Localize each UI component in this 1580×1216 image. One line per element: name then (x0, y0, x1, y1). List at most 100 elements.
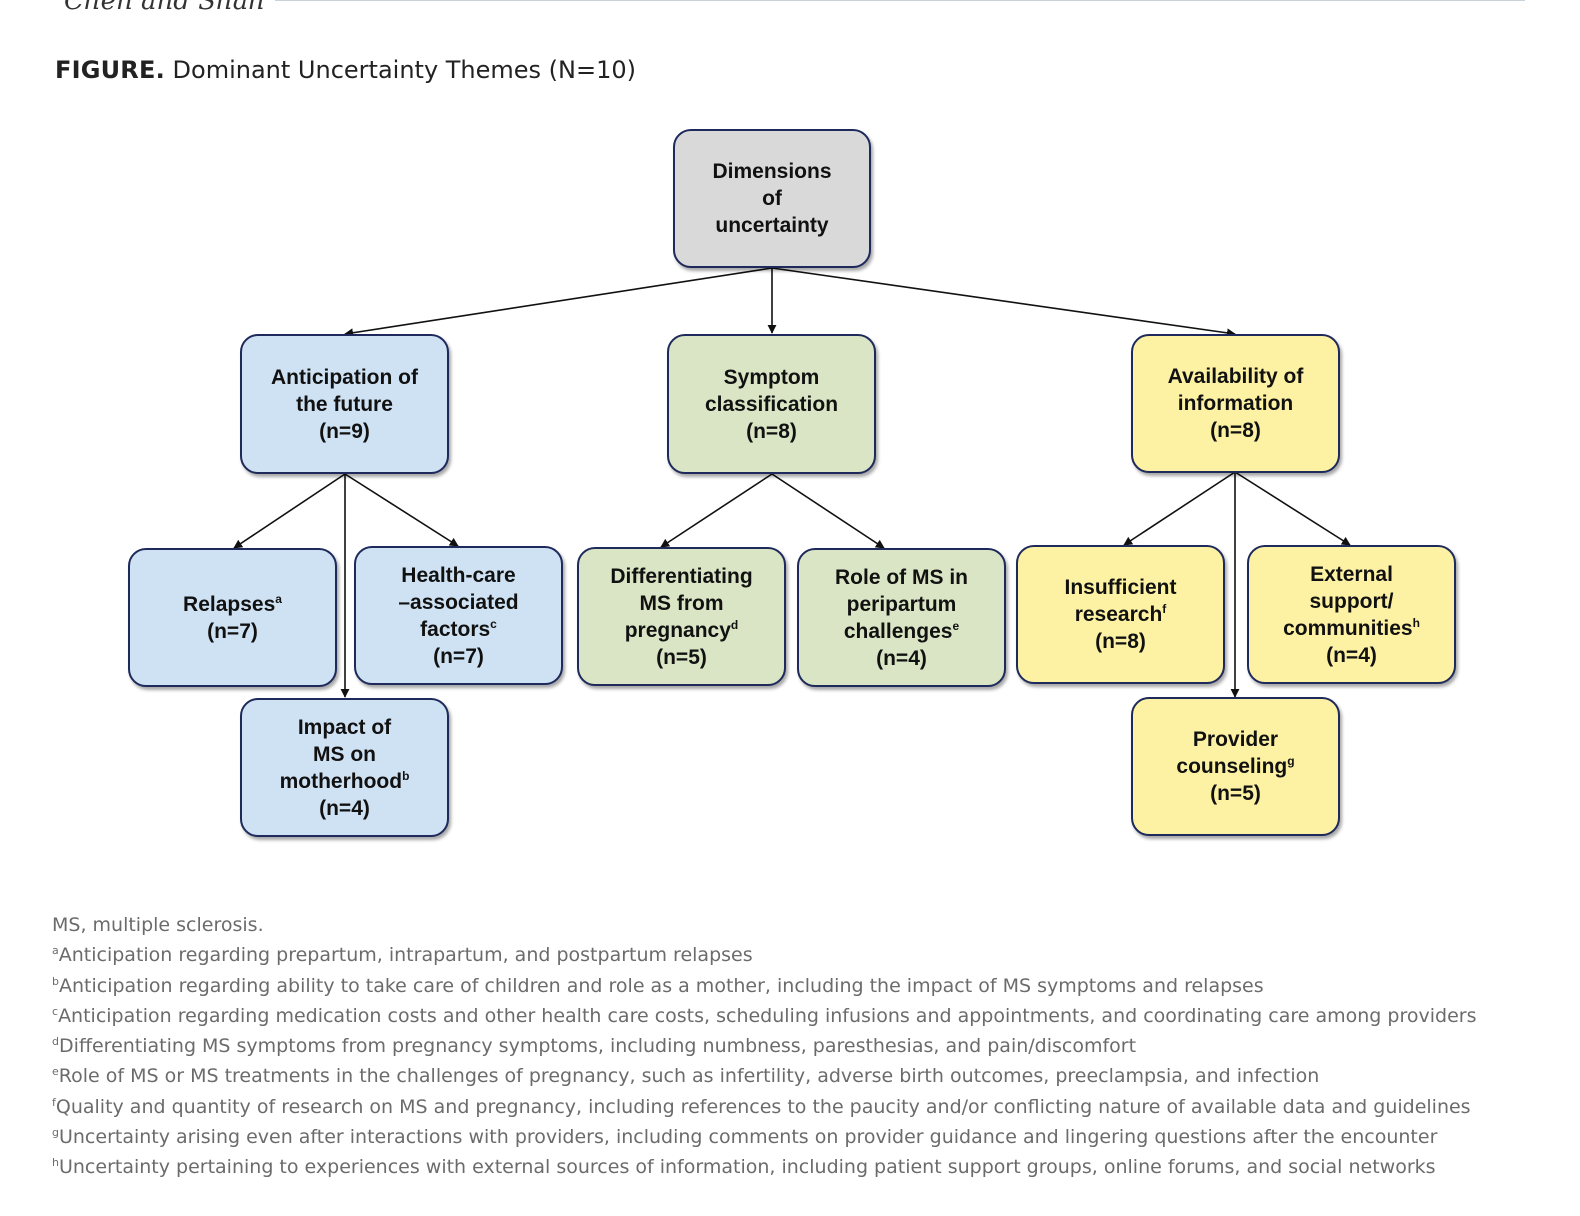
footnote-abbrev-text: MS, multiple sclerosis. (52, 914, 264, 936)
footnote-d-marker: d (52, 1035, 59, 1049)
node-root-line-1: Dimensions (712, 160, 832, 183)
footnote-marker-c: c (490, 616, 497, 631)
node-role-line-1: Role of MS in (835, 565, 968, 589)
edge-symptom-differentiating (660, 473, 773, 548)
node-impact-line-3: motherhood (279, 769, 403, 793)
node-anticipation-count: (n=9) (319, 419, 370, 443)
node-insufficient-line-1: Insufficient (1064, 576, 1177, 599)
header-rule (275, 0, 1525, 1)
footnote-g-marker: g (52, 1126, 59, 1140)
running-head: Chen and Shah (64, 0, 265, 16)
footnote-b-text: Anticipation regarding ability to take c… (58, 974, 1264, 997)
footnote-a-marker: a (52, 944, 59, 958)
node-role-count: (n=4) (876, 646, 927, 670)
node-impact-line-1: Impact of (297, 715, 392, 739)
footnote-h-marker: h (52, 1156, 59, 1170)
node-role-line-3: challenges (843, 619, 953, 643)
footnote-e: eRole of MS or MS treatments in the chal… (52, 1061, 1476, 1091)
node-dimensions-of-uncertainty: Dimensions of uncertainty (673, 129, 871, 268)
node-provider-counseling: Provider counselingg (n=5) (1131, 697, 1340, 836)
footnote-e-text: Role of MS or MS treatments in the chall… (58, 1065, 1320, 1088)
footnote-c-marker: c (52, 1004, 59, 1018)
edge-anticipation-healthcare (344, 473, 459, 547)
edge-anticipation-relapses (233, 473, 346, 549)
node-role-of-ms-in-peripartum-challenges: Role of MS in peripartum challengese (n=… (797, 548, 1006, 687)
node-availability-line-2: information (1177, 392, 1294, 415)
node-anticipation-line-2: the future (296, 392, 393, 416)
figure-footnotes: MS, multiple sclerosis. aAnticipation re… (52, 910, 1476, 1183)
footnote-g-text: Uncertainty arising even after interacti… (58, 1126, 1438, 1149)
node-anticipation-line-1: Anticipation of (271, 365, 418, 389)
node-provider-line-1: Provider (1192, 728, 1279, 751)
footnote-g: gUncertainty arising even after interact… (52, 1122, 1476, 1152)
footnote-marker-d: d (730, 617, 739, 632)
footnote-e-marker: e (52, 1065, 59, 1079)
node-healthcare-count: (n=7) (433, 644, 484, 668)
node-provider-count: (n=5) (1210, 782, 1261, 805)
edge-availability-external (1234, 471, 1351, 546)
node-external-line-3: communities (1283, 616, 1413, 640)
node-insufficient-line-2: research (1074, 603, 1163, 626)
node-differentiating-count: (n=5) (656, 645, 707, 669)
node-symptom-line-2: classification (704, 392, 839, 416)
node-symptom-count: (n=8) (746, 419, 797, 443)
node-relapses-count: (n=7) (207, 619, 258, 643)
node-root-line-3: uncertainty (715, 214, 829, 237)
node-differentiating-line-1: Differentiating (610, 564, 753, 588)
node-differentiating-ms-from-pregnancy: Differentiating MS from pregnancyd (n=5) (577, 547, 786, 686)
node-external-line-2: support/ (1309, 589, 1394, 613)
footnote-b: bAnticipation regarding ability to take … (52, 971, 1476, 1001)
footnote-marker-a: a (275, 591, 282, 606)
footnote-a: aAnticipation regarding prepartum, intra… (52, 940, 1476, 970)
figure-title-text: Dominant Uncertainty Themes (N=10) (172, 56, 637, 84)
footnote-b-marker: b (52, 974, 59, 988)
footnote-marker-h: h (1412, 615, 1420, 630)
node-differentiating-line-2: MS from (639, 591, 724, 615)
footnote-marker-f: f (1162, 602, 1167, 616)
node-relapses: Relapsesa (n=7) (128, 548, 337, 687)
node-impact-line-2: MS on (312, 742, 376, 766)
node-availability-line-1: Availability of (1167, 365, 1304, 388)
node-root-line-2: of (762, 187, 782, 210)
figure-label: FIGURE. (55, 56, 165, 84)
footnote-d-text: Differentiating MS symptoms from pregnan… (58, 1035, 1137, 1058)
node-healthcare-line-1: Health-care (401, 563, 516, 587)
node-insufficient-count: (n=8) (1095, 630, 1146, 653)
node-availability-count: (n=8) (1210, 419, 1261, 442)
node-provider-line-2: counseling (1176, 755, 1288, 778)
node-availability-of-information: Availability of information (n=8) (1131, 334, 1340, 473)
edge-root-anticipation (344, 267, 773, 338)
node-impact-count: (n=4) (319, 796, 370, 820)
figure-title: FIGURE. Dominant Uncertainty Themes (N=1… (55, 56, 636, 84)
node-anticipation-of-the-future: Anticipation of the future (n=9) (240, 334, 449, 474)
node-symptom-classification: Symptom classification (n=8) (667, 334, 876, 474)
footnote-c: cAnticipation regarding medication costs… (52, 1001, 1476, 1031)
footnote-marker-b: b (402, 768, 410, 783)
footnote-f-marker: f (52, 1095, 56, 1109)
edge-symptom-role (771, 473, 885, 549)
footnote-marker-g: g (1287, 754, 1295, 768)
footnote-h: hUncertainty pertaining to experiences w… (52, 1152, 1476, 1182)
footnote-abbrev: MS, multiple sclerosis. (52, 910, 1476, 940)
node-health-care-associated-factors: Health-care –associated factorsc (n=7) (354, 546, 563, 685)
node-healthcare-line-3: factors (420, 617, 491, 641)
node-symptom-line-1: Symptom (723, 365, 820, 389)
node-relapses-label: Relapses (183, 592, 276, 616)
node-external-line-1: External (1310, 562, 1393, 586)
node-healthcare-line-2: –associated (398, 590, 519, 614)
footnote-f: fQuality and quantity of research on MS … (52, 1092, 1476, 1122)
node-external-count: (n=4) (1326, 643, 1377, 667)
node-impact-of-ms-on-motherhood: Impact of MS on motherhoodb (n=4) (240, 698, 449, 837)
node-role-line-2: peripartum (846, 592, 957, 616)
node-differentiating-line-3: pregnancy (624, 618, 731, 642)
footnote-marker-e: e (952, 618, 960, 633)
edge-root-availability (771, 267, 1236, 338)
footnote-h-text: Uncertainty pertaining to experiences wi… (58, 1156, 1436, 1179)
node-insufficient-research: Insufficient researchf (n=8) (1016, 545, 1225, 684)
footnote-d: dDifferentiating MS symptoms from pregna… (52, 1031, 1476, 1061)
footnote-a-text: Anticipation regarding prepartum, intrap… (58, 944, 753, 967)
edge-availability-insufficient (1123, 471, 1236, 546)
footnote-f-text: Quality and quantity of research on MS a… (55, 1095, 1471, 1118)
node-external-support-communities: External support/ communitiesh (n=4) (1247, 545, 1456, 684)
